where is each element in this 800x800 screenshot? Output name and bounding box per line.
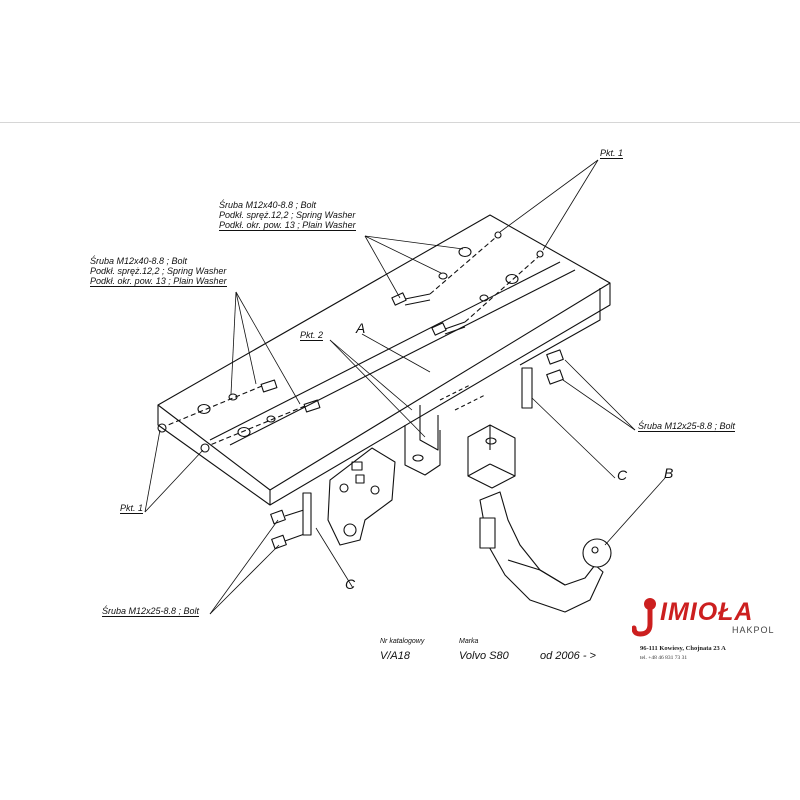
right-side-bracket bbox=[467, 349, 564, 489]
letter-b: B bbox=[664, 465, 674, 481]
brand-logo: IMIOŁA HAKPOL bbox=[632, 596, 775, 640]
label-bolt-right: Śruba M12x25-8.8 ; Bolt bbox=[638, 421, 736, 432]
header-divider bbox=[0, 122, 800, 123]
label-bolt-bottom: Śruba M12x25-8.8 ; Bolt bbox=[102, 606, 200, 617]
mount-hole-left-2 bbox=[200, 443, 210, 453]
label-bolt-group-left: Śruba M12x40-8.8 ; Bolt Podkł. spręż.12,… bbox=[90, 256, 227, 287]
bolt-group-top-line-3: Podkł. okr. pow. 13 ; Plain Washer bbox=[219, 220, 356, 231]
label-pkt2: Pkt. 2 bbox=[300, 330, 324, 341]
catalog-marka-value: Volvo S80 bbox=[459, 650, 509, 662]
label-bolt-group-top: Śruba M12x40-8.8 ; Bolt Podkł. spręż.12,… bbox=[219, 200, 356, 231]
brand-tel: tel. +48 46 831 73 31 bbox=[640, 655, 688, 661]
brand-address: 96-111 Kowiesy, Chojnata 23 A bbox=[640, 645, 726, 652]
catalog-marka-label: Marka bbox=[459, 638, 479, 645]
bolt-group-top-line-2: Podkł. spręż.12,2 ; Spring Washer bbox=[219, 210, 356, 220]
catalog-nr-label: Nr katalogowy bbox=[380, 638, 425, 645]
leader-lines bbox=[144, 159, 666, 615]
mount-hole-top-2 bbox=[536, 250, 544, 258]
mount-hole-top-1 bbox=[494, 231, 502, 239]
letter-c-right: C bbox=[617, 467, 628, 483]
catalog-date-value: od 2006 - > bbox=[540, 650, 596, 662]
tow-ball-arm bbox=[479, 491, 612, 613]
label-pkt1-left: Pkt. 1 bbox=[120, 503, 144, 514]
center-bracket bbox=[404, 384, 486, 476]
label-pkt1-top: Pkt. 1 bbox=[600, 148, 624, 159]
bolt-group-left-line-3: Podkł. okr. pow. 13 ; Plain Washer bbox=[90, 276, 227, 287]
left-bolt-set bbox=[167, 379, 321, 446]
letter-c-bottom: C bbox=[345, 576, 356, 592]
socket-plate bbox=[327, 447, 396, 546]
crossbar-beam bbox=[157, 214, 611, 506]
mount-hole-left-1 bbox=[157, 423, 167, 433]
left-small-bolts bbox=[270, 492, 312, 550]
letter-a: A bbox=[356, 320, 366, 336]
bolt-group-left-line-1: Śruba M12x40-8.8 ; Bolt bbox=[90, 256, 188, 266]
bolt-group-left-line-2: Podkł. spręż.12,2 ; Spring Washer bbox=[90, 266, 227, 276]
hitch-hook-icon bbox=[632, 598, 656, 637]
brand-name: IMIOŁA bbox=[660, 598, 754, 626]
brand-sub: HAKPOL bbox=[732, 625, 775, 635]
bolt-group-top-line-1: Śruba M12x40-8.8 ; Bolt bbox=[219, 200, 317, 210]
top-bolt-set bbox=[391, 237, 539, 336]
catalog-nr-value: V/A18 bbox=[380, 650, 410, 662]
